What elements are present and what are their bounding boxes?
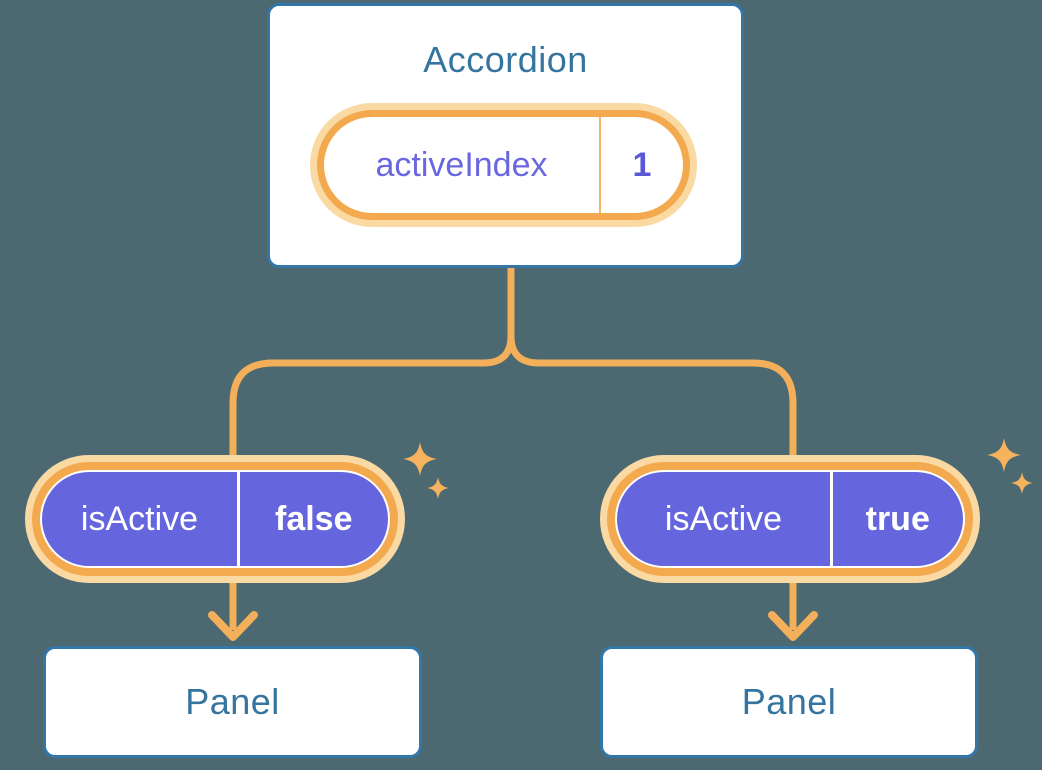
prop-pill-divider: [237, 472, 240, 566]
arrow-left-head-icon: [208, 611, 258, 641]
branch-right-line: [507, 335, 797, 472]
state-pill-divider: [599, 117, 601, 213]
arrow-right-head-icon: [768, 611, 818, 641]
panel-title: Panel: [741, 681, 837, 722]
state-pill-label-cell: activeIndex: [324, 117, 599, 213]
branch-left-line: [229, 335, 515, 472]
prop-pill-value-cell: false: [240, 472, 389, 566]
state-pill-active-index: activeIndex 1: [317, 110, 690, 220]
panel-component-box-left: Panel: [43, 646, 422, 758]
prop-pill-value: false: [275, 499, 353, 538]
prop-pill-is-active-false: isActive false: [40, 470, 390, 568]
sparkle-icon: [987, 438, 1021, 472]
prop-pill-label-cell: isActive: [617, 472, 830, 566]
state-pill-label: activeIndex: [375, 145, 548, 184]
prop-pill-value-cell: true: [833, 472, 964, 566]
prop-pill-value: true: [865, 499, 930, 538]
state-pill-value: 1: [632, 145, 652, 184]
prop-pill-label: isActive: [664, 499, 783, 538]
prop-pill-label: isActive: [80, 499, 199, 538]
sparkle-icon: [403, 442, 437, 476]
prop-pill-label-cell: isActive: [42, 472, 237, 566]
panel-title: Panel: [185, 681, 280, 722]
state-pill-value-cell: 1: [601, 117, 683, 213]
sparkle-icon: [1011, 472, 1033, 494]
panel-component-box-right: Panel: [600, 646, 978, 758]
prop-pill-is-active-true: isActive true: [615, 470, 965, 568]
sparkle-icon: [427, 477, 449, 499]
accordion-title: Accordion: [423, 39, 588, 80]
prop-pill-divider: [830, 472, 833, 566]
